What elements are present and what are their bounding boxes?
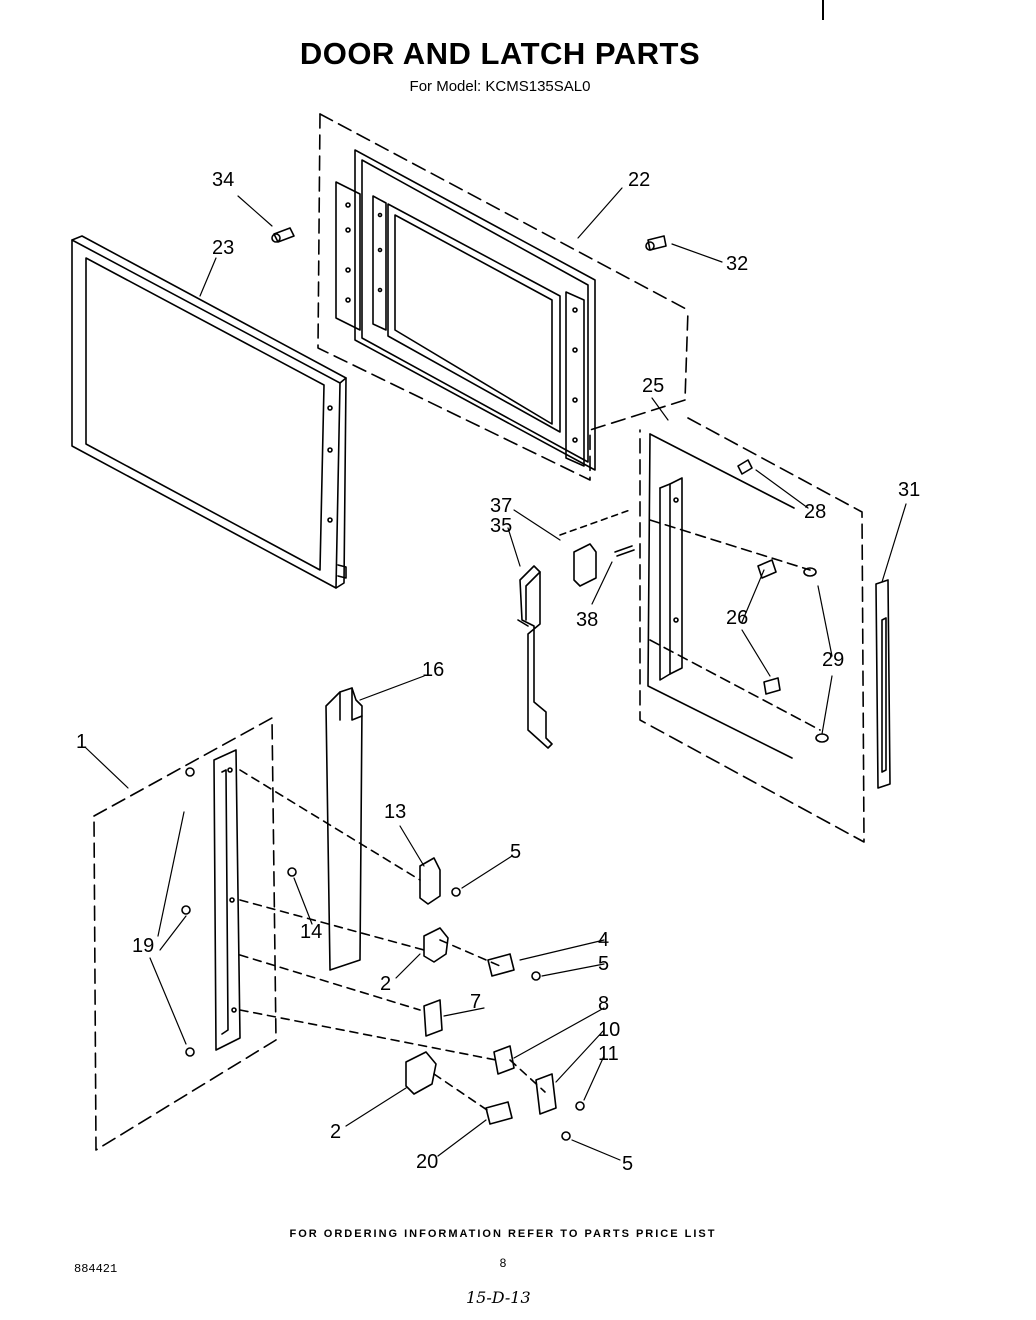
latch-frame-1	[93, 717, 277, 1151]
callout-11: 11	[598, 1043, 619, 1065]
scan-corner-mark	[822, 0, 824, 20]
callout-8: 8	[598, 993, 609, 1015]
callout-13: 13	[384, 801, 406, 823]
callout-37: 37	[490, 495, 512, 517]
callout-38: 38	[576, 609, 598, 631]
callout-31: 31	[898, 479, 920, 501]
switch-4	[487, 953, 515, 977]
callout-34: 34	[212, 169, 234, 191]
screw-29-upper	[803, 567, 817, 577]
callout-5-bottom: 5	[622, 1153, 633, 1175]
callout-1: 1	[76, 731, 87, 753]
callout-28: 28	[804, 501, 826, 523]
page-number: 8	[499, 1256, 507, 1270]
callout-23: 23	[212, 237, 234, 259]
screw-28	[737, 459, 753, 475]
latch-strip-31	[875, 579, 891, 789]
latch-hook-13	[419, 857, 441, 905]
screw-32	[645, 235, 667, 251]
callout-19: 19	[132, 935, 154, 957]
latch-block-37	[559, 509, 631, 587]
callout-16: 16	[422, 659, 444, 681]
screw-26-lower	[763, 677, 781, 695]
callout-14: 14	[300, 921, 322, 943]
model-subtitle: For Model: KCMS135SAL0	[409, 78, 591, 95]
door-frame-22	[317, 113, 689, 481]
callout-2-upper: 2	[380, 973, 391, 995]
screws-5-11-19-14	[181, 767, 585, 1141]
callout-7: 7	[470, 991, 481, 1013]
screw-26-upper	[757, 559, 777, 579]
callout-2-lower: 2	[330, 1121, 341, 1143]
callout-labels: 34 22 23 32 25 31 37 35 28 38 26 29 16 1…	[76, 169, 920, 1175]
page-title: DOOR AND LATCH PARTS	[299, 36, 701, 71]
door-panel-25	[639, 417, 865, 843]
callout-35: 35	[490, 515, 512, 537]
latch-lever-35	[517, 565, 553, 749]
callout-26: 26	[726, 607, 748, 629]
document-number: 884421	[74, 1262, 118, 1276]
door-cover-23	[71, 235, 347, 589]
callout-29: 29	[822, 649, 844, 671]
callout-22: 22	[628, 169, 650, 191]
ordering-note: FOR ORDERING INFORMATION REFER TO PARTS …	[289, 1228, 717, 1240]
alignment-lines-lower	[239, 769, 546, 1113]
callout-20: 20	[416, 1151, 438, 1173]
handwritten-note: 15-D-13	[466, 1288, 531, 1307]
leader-lines	[85, 187, 907, 1161]
switch-20	[485, 1101, 513, 1125]
plate-7	[423, 999, 443, 1037]
channel-16	[325, 687, 363, 971]
callout-32: 32	[726, 253, 748, 275]
screw-34	[271, 227, 295, 243]
callout-5-mid: 5	[598, 953, 609, 975]
callout-4: 4	[598, 929, 609, 951]
callout-25: 25	[642, 375, 664, 397]
cam-2-lower	[405, 1051, 437, 1095]
bracket-10	[535, 1073, 557, 1115]
callout-5-top: 5	[510, 841, 521, 863]
switch-8	[493, 1045, 515, 1075]
screw-29-lower	[815, 733, 829, 743]
spring-38	[614, 545, 635, 557]
cam-2-upper	[423, 927, 449, 963]
callout-10: 10	[598, 1019, 620, 1041]
